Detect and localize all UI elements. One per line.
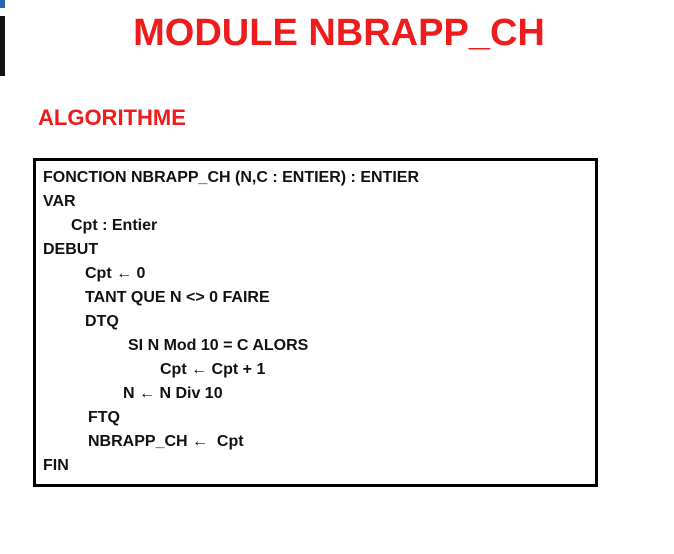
code-line-debut: DEBUT — [43, 241, 99, 258]
code-line-ftq: FTQ — [88, 409, 120, 426]
code-line-declaration: Cpt : Entier — [71, 217, 158, 234]
code-line-dtq: DTQ — [85, 313, 119, 330]
code-line-var: VAR — [43, 193, 76, 210]
logo-cap-shape — [0, 0, 5, 8]
code-line-init-counter: Cpt ← 0 — [85, 265, 146, 282]
code-line-function-header: FONCTION NBRAPP_CH (N,C : ENTIER) : ENTI… — [43, 169, 419, 186]
algorithm-code-box: FONCTION NBRAPP_CH (N,C : ENTIER) : ENTI… — [33, 158, 598, 487]
code-line-fin: FIN — [43, 457, 69, 474]
section-heading: ALGORITHME — [38, 105, 186, 130]
code-line-return: NBRAPP_CH ← Cpt — [88, 433, 244, 450]
code-line-increment: Cpt ← Cpt + 1 — [160, 361, 266, 378]
logo-bar-shape — [0, 16, 5, 76]
code-line-while: TANT QUE N <> 0 FAIRE — [85, 289, 270, 306]
page-title: MODULE NBRAPP_CH — [133, 12, 545, 54]
corner-logo-mark — [0, 0, 5, 76]
code-line-divide: N ← N Div 10 — [123, 385, 223, 402]
code-line-if: SI N Mod 10 = C ALORS — [128, 337, 309, 354]
